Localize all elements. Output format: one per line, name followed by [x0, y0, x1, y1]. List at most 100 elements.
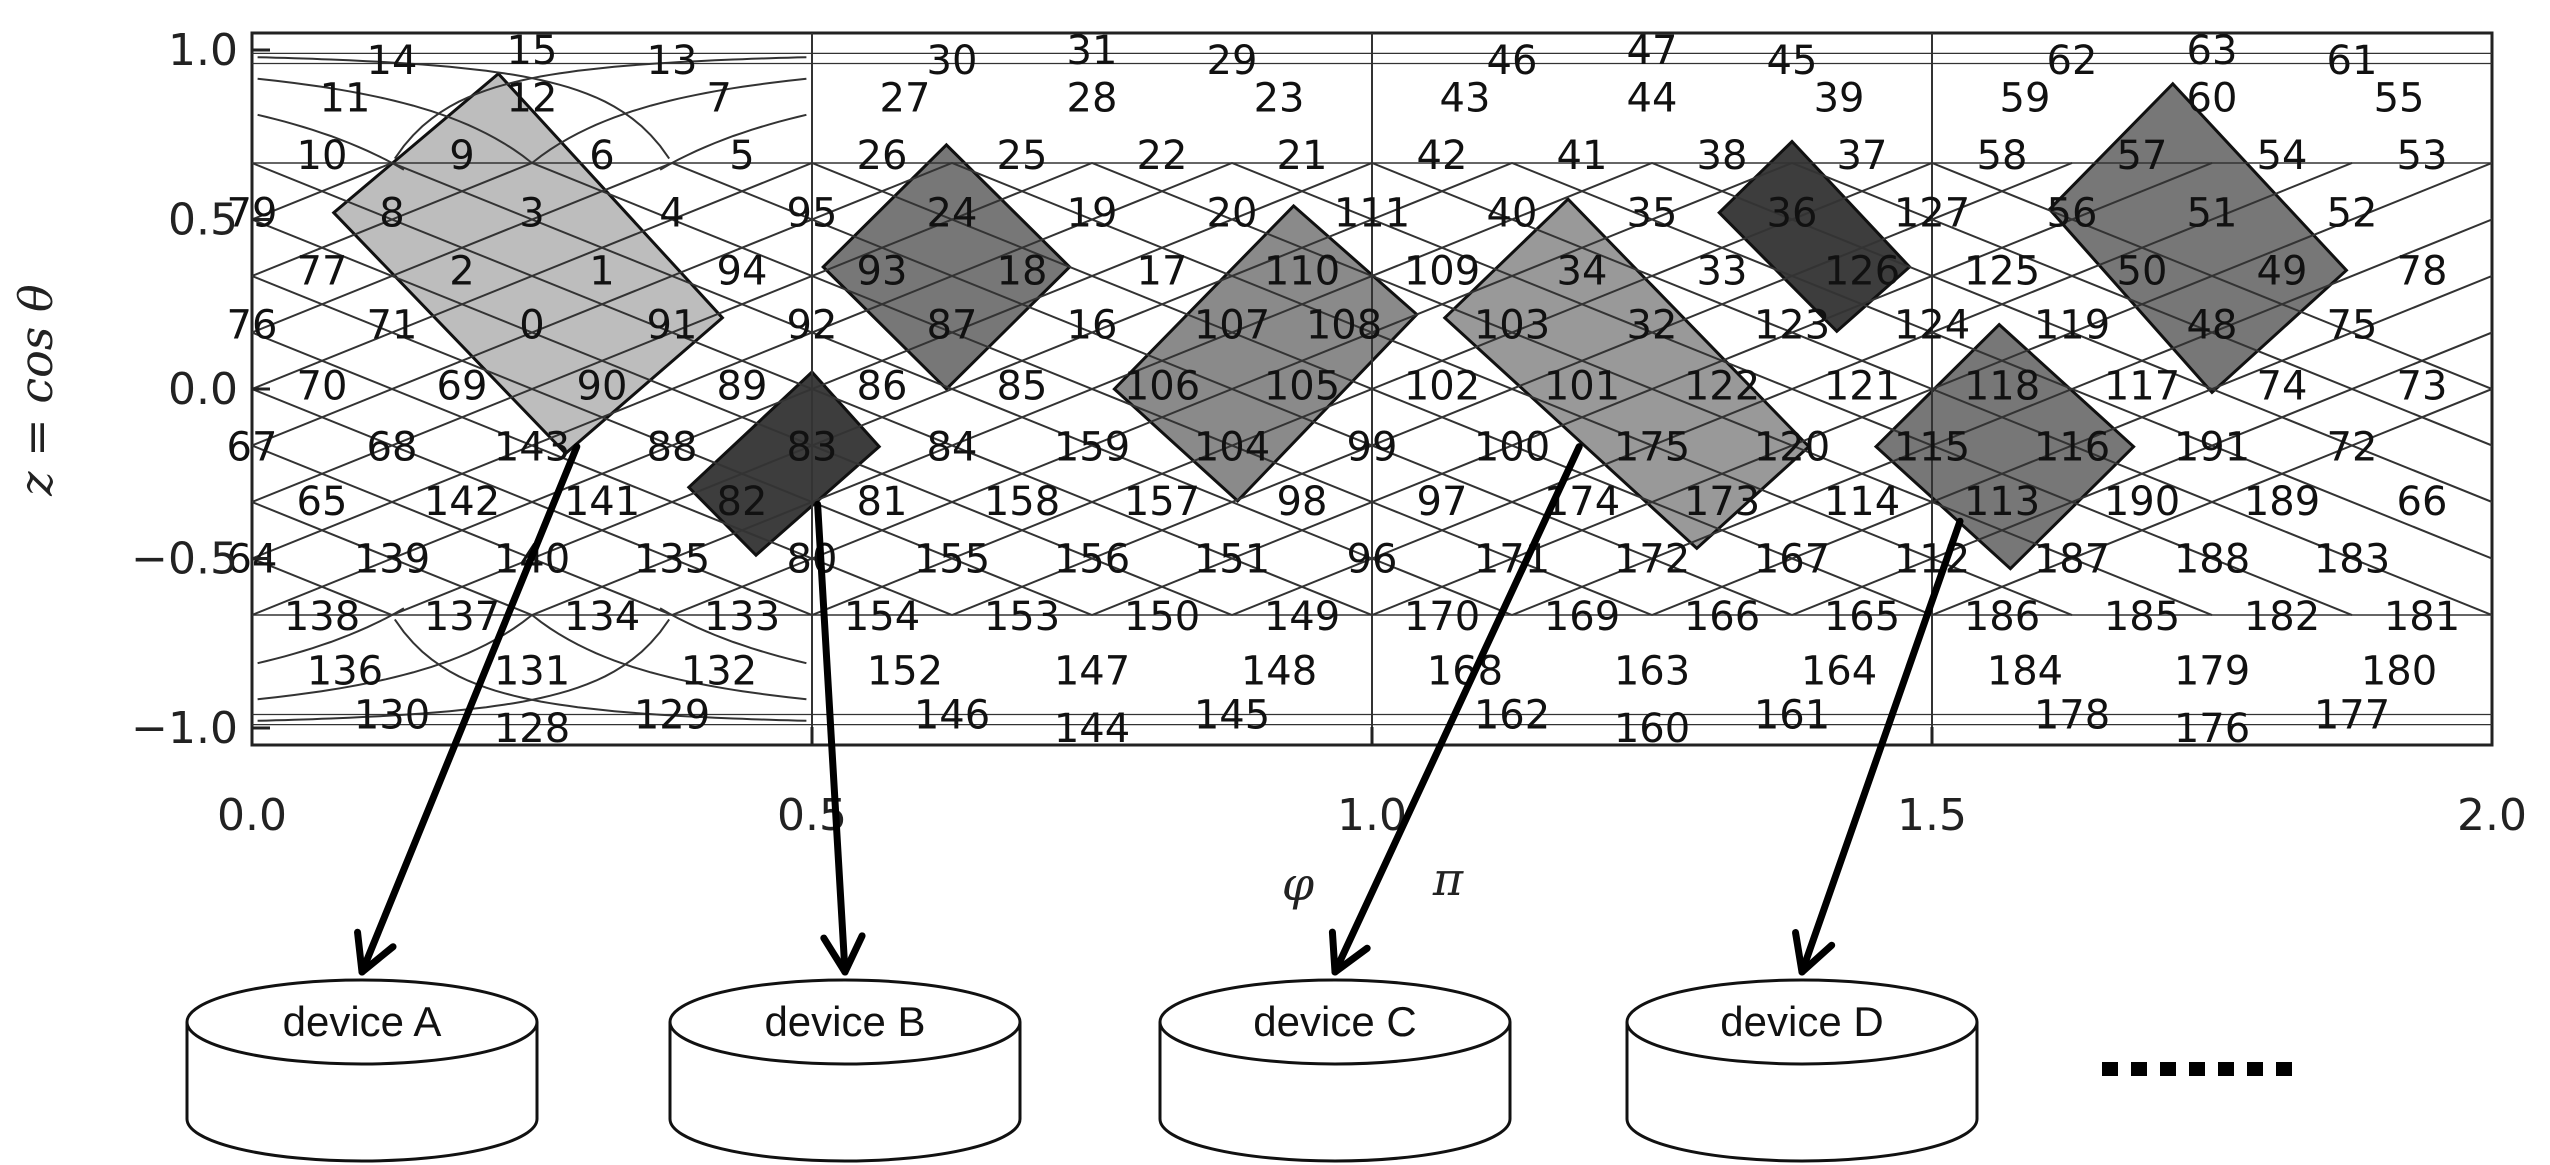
pixel-label: 162 — [1474, 692, 1550, 738]
pixel-label: 76 — [227, 303, 278, 349]
pixel-label: 157 — [1124, 479, 1200, 525]
pixel-label: 42 — [1417, 133, 1468, 179]
pixel-label: 19 — [1067, 191, 1118, 237]
pixel-label: 143 — [494, 425, 570, 471]
pixel-label: 141 — [564, 479, 640, 525]
pixel-label: 30 — [927, 38, 978, 84]
pixel-label: 152 — [867, 648, 943, 694]
pixel-label: 120 — [1754, 425, 1830, 471]
device-label: device B — [764, 998, 925, 1045]
arrow-head — [354, 928, 397, 976]
grid-line — [1231, 162, 2353, 616]
grid-curve — [531, 77, 807, 164]
pixel-label: 39 — [1814, 75, 1865, 121]
pixel-label: 29 — [1207, 38, 1258, 84]
grid-line — [1791, 162, 2492, 447]
pixel-label: 145 — [1194, 692, 1270, 738]
pixel-label: 188 — [2174, 537, 2250, 583]
pixel-label: 18 — [997, 248, 1048, 294]
pixel-label: 117 — [2104, 364, 2180, 410]
pixel-label: 86 — [857, 364, 908, 410]
grid-line — [252, 444, 673, 616]
pixel-label: 11 — [320, 75, 371, 121]
pixel-label: 99 — [1347, 425, 1398, 471]
arrow-2 — [1328, 443, 1583, 976]
pixel-label: 89 — [717, 364, 768, 410]
grid-line — [252, 162, 813, 391]
pixel-label: 110 — [1264, 248, 1340, 294]
pixel-label: 127 — [1894, 191, 1970, 237]
grid-line — [1651, 162, 2492, 504]
pixel-label: 163 — [1614, 648, 1690, 694]
grid-curve — [393, 618, 807, 722]
grid-line — [252, 331, 953, 616]
pixel-label: 161 — [1754, 692, 1830, 738]
pixel-label: 41 — [1557, 133, 1608, 179]
pixel-label: 93 — [857, 248, 908, 294]
arrow-shaft — [814, 500, 849, 976]
pixel-label: 187 — [2034, 537, 2110, 583]
arrow-head — [1792, 929, 1836, 976]
pixel-label: 104 — [1194, 425, 1270, 471]
pixel-label: 27 — [880, 75, 931, 121]
device-b: device B — [668, 978, 1022, 1163]
pixel-label: 109 — [1404, 248, 1480, 294]
pixel-label: 10 — [297, 133, 348, 179]
grid-line — [252, 218, 1233, 616]
pixel-label: 176 — [2174, 706, 2250, 752]
pixel-label: 146 — [914, 692, 990, 738]
pixel-label: 131 — [494, 648, 570, 694]
pixel-label: 21 — [1277, 133, 1328, 179]
arrow-head — [820, 932, 866, 976]
pixel-label: 166 — [1684, 594, 1760, 640]
pixel-label: 116 — [2034, 425, 2110, 471]
pixel-label: 130 — [354, 692, 430, 738]
shaded-region-2 — [686, 369, 882, 558]
grid-line — [531, 162, 1653, 616]
pixel-label: 136 — [307, 648, 383, 694]
pixel-label: 182 — [2244, 594, 2320, 640]
x-tick-label: 2.0 — [2457, 790, 2527, 841]
pixel-label: 75 — [2327, 303, 2378, 349]
pixel-label: 107 — [1194, 303, 1270, 349]
pixel-label: 2 — [449, 248, 474, 294]
grid-curve — [257, 113, 405, 171]
grid-line — [252, 162, 673, 334]
pixel-label: 125 — [1964, 248, 2040, 294]
pixel-label: 154 — [844, 594, 920, 640]
pixel-label: 3 — [519, 191, 544, 237]
arrow-3 — [1792, 517, 1964, 976]
pixel-label: 175 — [1614, 425, 1690, 471]
pixel-label: 62 — [2047, 38, 2098, 84]
pixel-label: 53 — [2397, 133, 2448, 179]
device-c: device C — [1158, 978, 1512, 1163]
pixel-label: 65 — [297, 479, 348, 525]
pixel-label: 50 — [2117, 248, 2168, 294]
grid-curve — [659, 113, 807, 171]
pixel-label: 153 — [984, 594, 1060, 640]
grid-line — [252, 274, 1093, 616]
pixel-label: 82 — [717, 479, 768, 525]
pixel-label: 58 — [1977, 133, 2028, 179]
device-label: device A — [283, 998, 442, 1045]
more-devices-dots — [2102, 1062, 2292, 1076]
grid-line — [671, 162, 1793, 616]
x-tick-label: 0.0 — [217, 790, 287, 841]
pixel-label: 119 — [2034, 303, 2110, 349]
pixel-label: 85 — [997, 364, 1048, 410]
pixel-label: 5 — [729, 133, 754, 179]
pixel-label: 26 — [857, 133, 908, 179]
y-tick-label: 1.0 — [168, 25, 238, 76]
pixel-label: 63 — [2187, 28, 2238, 74]
pixel-label: 44 — [1627, 75, 1678, 121]
pixel-label: 97 — [1417, 479, 1468, 525]
arrow-1 — [814, 500, 866, 976]
pixel-label: 158 — [984, 479, 1060, 525]
pixel-label: 79 — [227, 191, 278, 237]
pixel-label: 24 — [927, 191, 978, 237]
device-top — [185, 978, 539, 1066]
grid-curve — [257, 618, 671, 722]
y-tick-label: −1.0 — [131, 703, 238, 754]
